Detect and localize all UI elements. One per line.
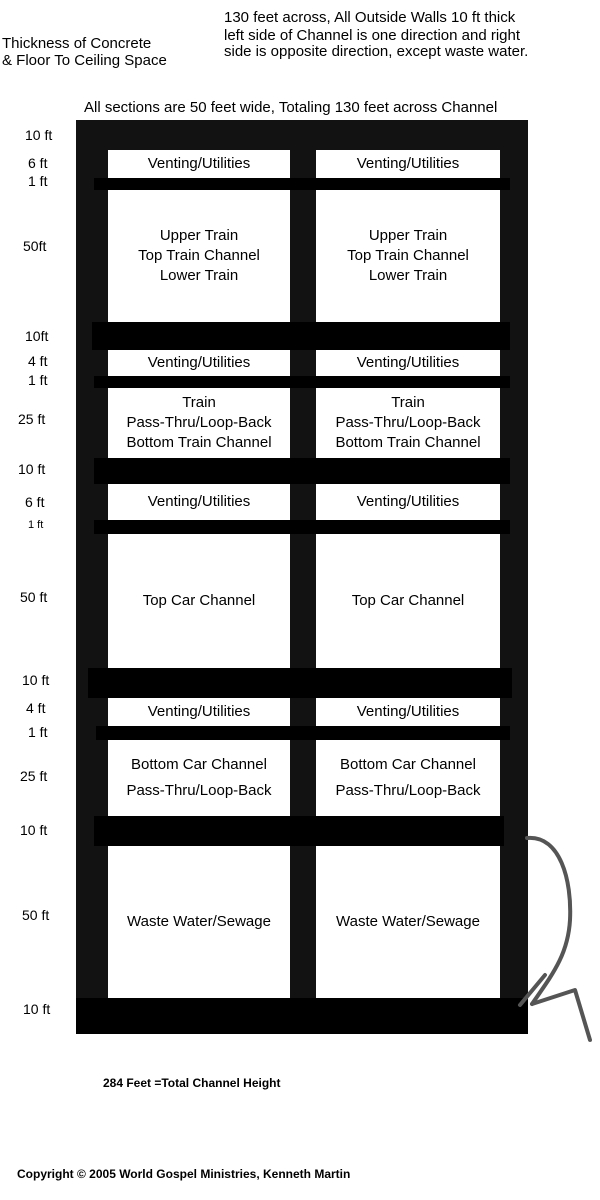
venting-utilities-left: Venting/Utilities	[108, 350, 290, 376]
dim-label: 6 ft	[25, 494, 45, 510]
section-label: Venting/Utilities	[147, 493, 251, 510]
waste-water-right: Waste Water/Sewage	[316, 846, 500, 998]
dim-label: 1 ft	[28, 519, 44, 531]
section-label: Pass-Thru/Loop-Back	[335, 414, 481, 431]
dim-label: 10 ft	[20, 822, 48, 838]
section-label: Top Train Channel	[138, 247, 260, 264]
section-label: Venting/Utilities	[356, 155, 460, 172]
copyright-notice: Copyright © 2005 World Gospel Ministries…	[17, 1167, 351, 1181]
dim-label: 6 ft	[28, 155, 48, 171]
section-label: Top Train Channel	[347, 247, 469, 264]
dim-label: 50ft	[23, 238, 47, 254]
venting-utilities-left: Venting/Utilities	[108, 698, 290, 726]
section-label: Venting/Utilities	[147, 703, 251, 720]
dim-label: 25 ft	[18, 411, 46, 427]
section-label: Lower Train	[159, 267, 239, 284]
section-label: Waste Water/Sewage	[336, 913, 480, 930]
floor-slab	[76, 998, 528, 1034]
left-header-line1: Thickness of Concrete	[2, 35, 152, 52]
dim-label: 10 ft	[25, 127, 53, 143]
top-train-channel-left: Upper Train Top Train Channel Lower Trai…	[108, 190, 290, 322]
section-label: Venting/Utilities	[356, 493, 460, 510]
venting-utilities-left: Venting/Utilities	[108, 484, 290, 520]
dim-label: 4 ft	[26, 700, 46, 716]
venting-utilities-left: Venting/Utilities	[108, 150, 290, 178]
section-label: Bottom Train Channel	[126, 434, 272, 451]
section-label: Waste Water/Sewage	[127, 913, 271, 930]
right-header-line3: side is opposite direction, except waste…	[224, 43, 529, 60]
venting-utilities-right: Venting/Utilities	[316, 484, 500, 520]
venting-utilities-right: Venting/Utilities	[316, 698, 500, 726]
bottom-train-channel-right: Train Pass-Thru/Loop-Back Bottom Train C…	[316, 388, 500, 458]
floor-slab	[92, 322, 510, 350]
section-label: Pass-Thru/Loop-Back	[335, 782, 481, 799]
section-label: Venting/Utilities	[356, 703, 460, 720]
floor-slab	[96, 726, 510, 740]
section-label: Bottom Car Channel	[340, 756, 476, 773]
dim-label: 50 ft	[22, 907, 50, 923]
left-header-line2: & Floor To Ceiling Space	[2, 52, 167, 69]
dim-label: 10 ft	[23, 1001, 51, 1017]
venting-utilities-right: Venting/Utilities	[316, 150, 500, 178]
floor-slab	[94, 178, 510, 190]
floor-slab	[94, 376, 510, 388]
bottom-train-channel-left: Train Pass-Thru/Loop-Back Bottom Train C…	[108, 388, 290, 458]
dim-label: 10 ft	[22, 672, 50, 688]
right-header-line1: 130 feet across, All Outside Walls 10 ft…	[224, 9, 516, 26]
section-label: Train	[182, 394, 216, 411]
diagram-subtitle: All sections are 50 feet wide, Totaling …	[84, 99, 498, 116]
dim-label: 50 ft	[20, 589, 48, 605]
floor-slab	[94, 816, 504, 846]
dim-label: 1 ft	[28, 724, 48, 740]
section-label: Top Car Channel	[351, 592, 465, 609]
total-height-note: 284 Feet =Total Channel Height	[103, 1076, 281, 1090]
right-header-line2: left side of Channel is one direction an…	[224, 27, 521, 44]
dim-label: 1 ft	[28, 173, 48, 189]
section-label: Lower Train	[368, 267, 448, 284]
bottom-car-channel-right: Bottom Car Channel Pass-Thru/Loop-Back	[316, 740, 500, 816]
floor-slab	[94, 458, 510, 484]
section-label: Bottom Car Channel	[131, 756, 267, 773]
dim-label: 10 ft	[18, 461, 46, 477]
section-label: Venting/Utilities	[147, 155, 251, 172]
section-label: Upper Train	[159, 227, 239, 244]
top-car-channel-right: Top Car Channel	[316, 534, 500, 668]
section-label: Bottom Train Channel	[335, 434, 481, 451]
dim-label: 25 ft	[20, 768, 48, 784]
top-car-channel-left: Top Car Channel	[108, 534, 290, 668]
section-label: Upper Train	[368, 227, 448, 244]
section-label: Train	[391, 394, 425, 411]
bottom-car-channel-left: Bottom Car Channel Pass-Thru/Loop-Back	[108, 740, 290, 816]
floor-slab	[94, 520, 510, 534]
section-label: Pass-Thru/Loop-Back	[126, 414, 272, 431]
dim-label: 4 ft	[28, 353, 48, 369]
waste-water-left: Waste Water/Sewage	[108, 846, 290, 998]
dim-label: 10ft	[25, 328, 49, 344]
section-label: Top Car Channel	[142, 592, 256, 609]
venting-utilities-right: Venting/Utilities	[316, 350, 500, 376]
section-label: Pass-Thru/Loop-Back	[126, 782, 272, 799]
top-train-channel-right: Upper Train Top Train Channel Lower Trai…	[316, 190, 500, 322]
section-label: Venting/Utilities	[356, 354, 460, 371]
dim-label: 1 ft	[28, 372, 48, 388]
section-label: Venting/Utilities	[147, 354, 251, 371]
floor-slab	[88, 668, 512, 698]
